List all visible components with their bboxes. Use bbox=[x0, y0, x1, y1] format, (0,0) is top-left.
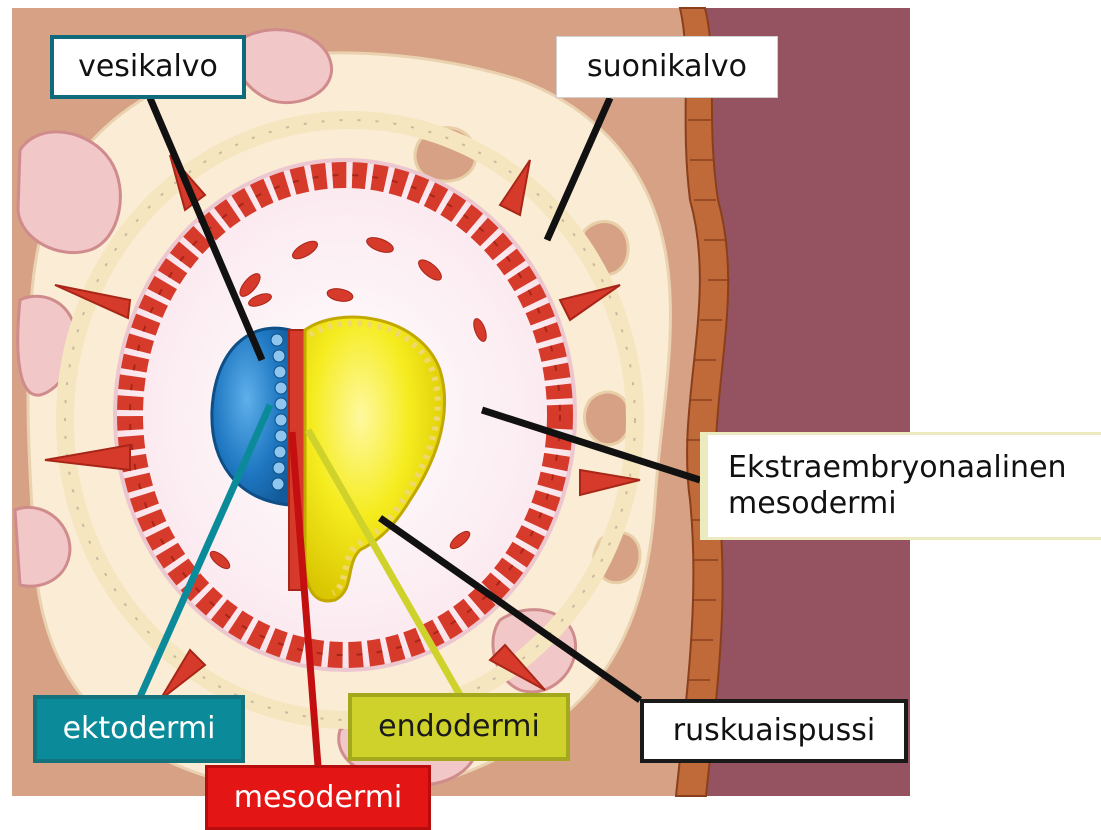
label-ruskuaispussi-text: ruskuaispussi bbox=[673, 713, 875, 749]
label-ruskuaispussi: ruskuaispussi bbox=[640, 699, 908, 763]
label-ekstraembryonaalinen-mesodermi: Ekstraembryonaalinen mesodermi bbox=[700, 432, 1101, 540]
label-endodermi-text: endodermi bbox=[378, 709, 540, 745]
label-mesodermi: mesodermi bbox=[205, 765, 431, 830]
label-endodermi: endodermi bbox=[348, 693, 570, 761]
label-vesikalvo: vesikalvo bbox=[50, 35, 246, 99]
uterine-wall bbox=[700, 8, 910, 796]
label-ektodermi: ektodermi bbox=[33, 695, 245, 763]
label-ektodermi-text: ektodermi bbox=[63, 711, 216, 747]
label-ekstraembryonaalinen-line2: mesodermi bbox=[728, 486, 897, 522]
label-suonikalvo-text: suonikalvo bbox=[587, 49, 747, 85]
label-suonikalvo: suonikalvo bbox=[556, 36, 778, 98]
label-ekstraembryonaalinen-line1: Ekstraembryonaalinen bbox=[728, 450, 1067, 486]
label-mesodermi-text: mesodermi bbox=[234, 780, 403, 816]
label-vesikalvo-text: vesikalvo bbox=[78, 49, 218, 85]
